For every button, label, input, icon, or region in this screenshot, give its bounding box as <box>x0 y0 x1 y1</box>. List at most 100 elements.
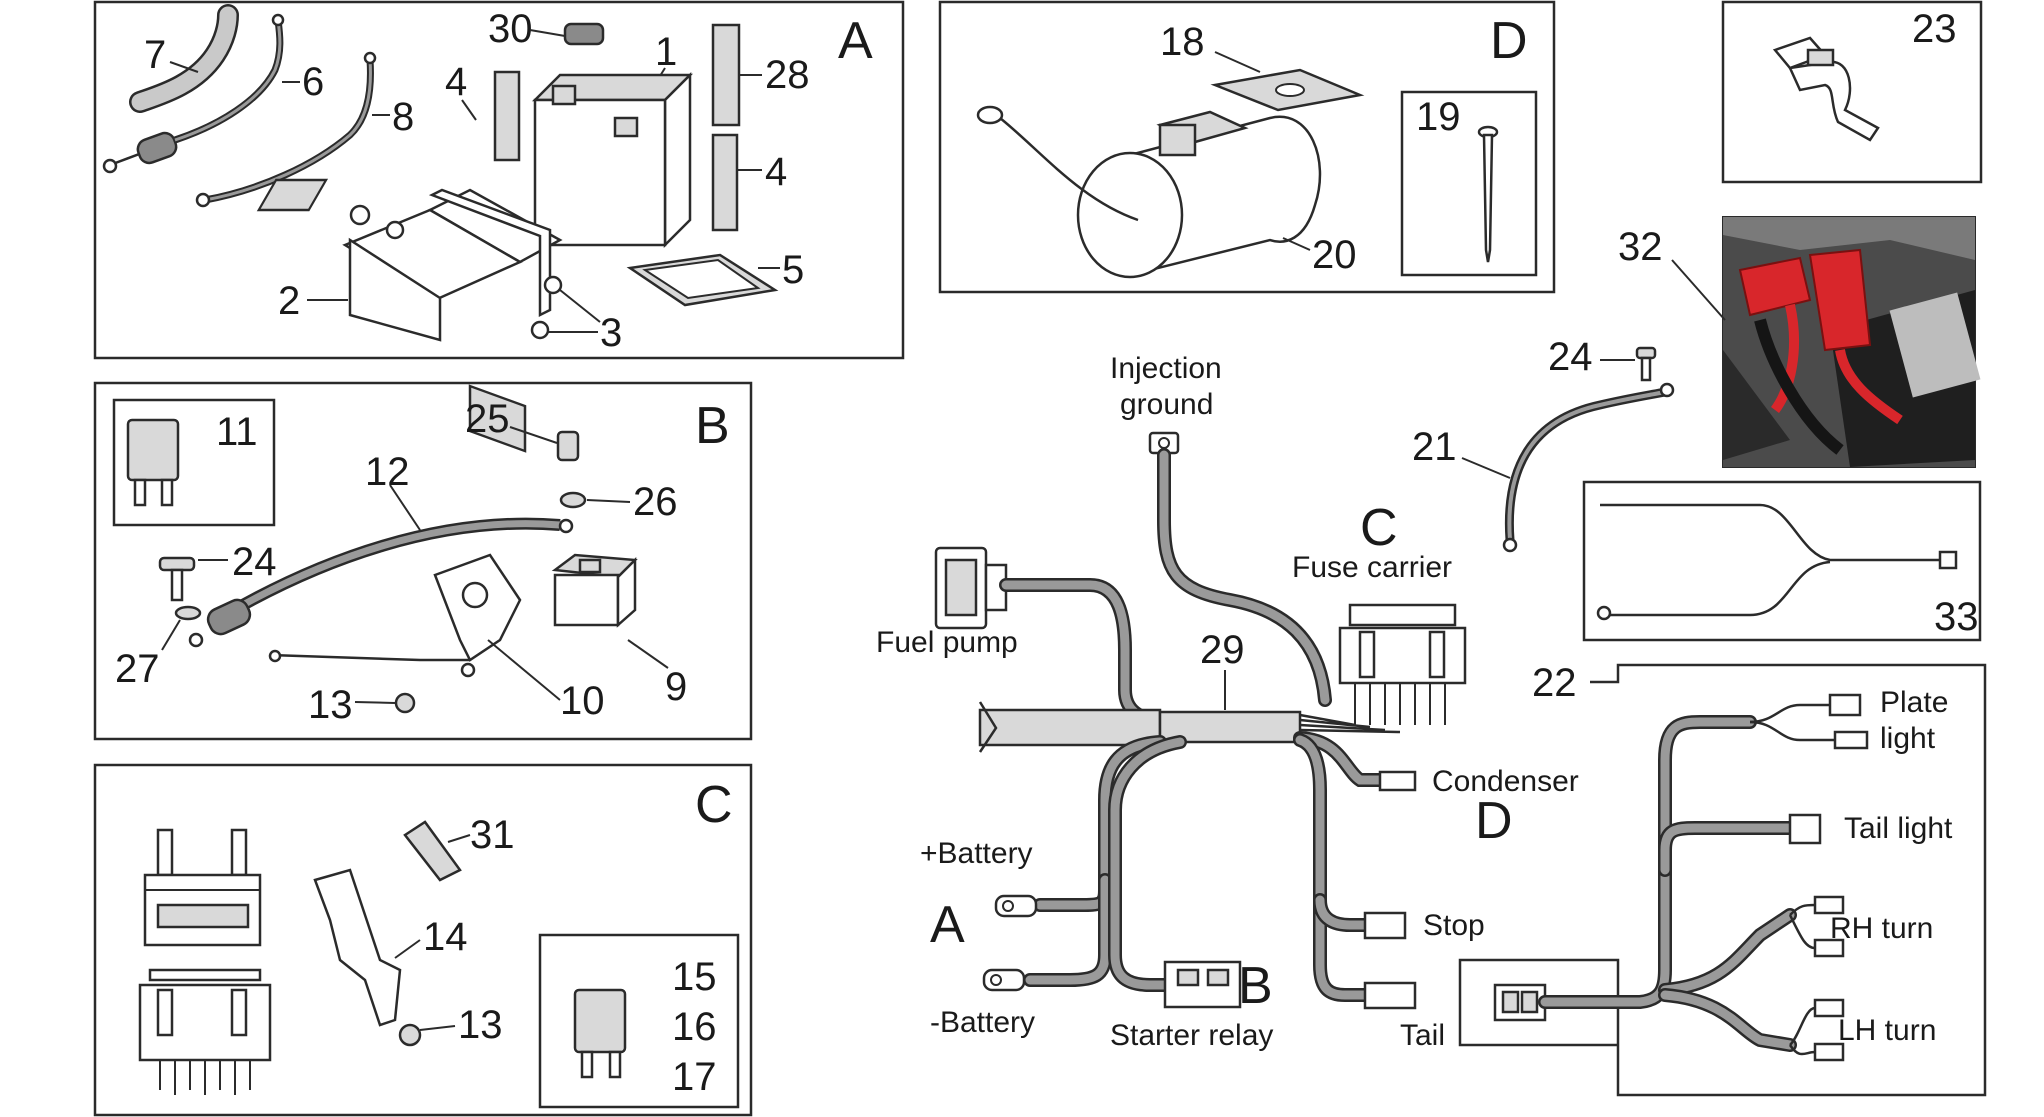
battery-tray <box>256 178 563 453</box>
fuse-15-17-frame <box>538 933 740 1109</box>
part-6: 6 <box>302 60 324 104</box>
part-20: 20 <box>1312 233 1357 277</box>
cable-21 <box>1507 390 1666 541</box>
rear-light-harness-22: 22 Plate light Tail light RH turn LH tur <box>1458 661 1987 1097</box>
part-2: 2 <box>278 279 300 323</box>
starter-relay-letter: B <box>1238 957 1273 1015</box>
lh-turn-label: LH turn <box>1838 1014 1936 1047</box>
plate-light-label-line1: Plate <box>1880 686 1948 719</box>
tail-light-connector <box>1788 813 1822 845</box>
part-13-b: 13 <box>308 683 353 727</box>
part-22: 22 <box>1532 661 1577 705</box>
washer-26 <box>559 491 587 509</box>
bolt-24-harness <box>1635 346 1657 382</box>
section-b-starter-relay: B 11 25 26 12 24 27 <box>93 381 753 741</box>
section-d-frame <box>938 0 1556 294</box>
red-connector-left <box>1738 256 1812 317</box>
part-19: 19 <box>1416 95 1461 139</box>
nut-13-b <box>394 692 416 714</box>
part-33-frame <box>1582 480 1982 642</box>
section-a-frame <box>93 0 905 360</box>
nut-13-c <box>398 1023 422 1047</box>
injection-ground-label-line1: Injection <box>1110 352 1222 385</box>
part-26: 26 <box>633 480 678 524</box>
screws-3 <box>349 204 563 340</box>
harness-sleeve-29 <box>1158 710 1302 744</box>
pad-4-top <box>493 70 521 162</box>
part-13-c: 13 <box>458 1003 503 1047</box>
red-connector-right <box>1808 248 1872 352</box>
plus-battery-label: +Battery <box>920 837 1033 870</box>
section-c-letter: C <box>695 776 733 834</box>
part-32: 32 <box>1618 225 1663 269</box>
harness-trunk <box>978 708 1162 747</box>
washer-27 <box>174 605 202 621</box>
fuse-carrier-bottom <box>138 968 272 1095</box>
part-4-top: 4 <box>445 60 467 104</box>
part-27: 27 <box>115 647 160 691</box>
part-24-b: 24 <box>232 540 277 584</box>
rh-turn-label: RH turn <box>1830 912 1933 945</box>
part-24-harness: 24 <box>1548 335 1593 379</box>
clip-23-icon <box>1772 36 1880 142</box>
part-30: 30 <box>488 7 533 51</box>
part-18: 18 <box>1160 20 1205 64</box>
section-b-frame <box>93 381 753 741</box>
part-28: 28 <box>765 53 810 97</box>
section-a-battery: A 7 6 8 30 1 <box>93 0 905 453</box>
bracket-14 <box>313 868 402 1027</box>
part-16: 16 <box>672 1005 717 1049</box>
pin-19-icon <box>1477 125 1499 263</box>
section-d-letter: D <box>1490 12 1528 70</box>
part-21: 21 <box>1412 425 1457 469</box>
condenser-label: Condenser <box>1432 765 1579 798</box>
tail-light-label: Tail light <box>1844 812 1953 845</box>
plate-light-label-line2: light <box>1880 722 1936 755</box>
part-9: 9 <box>665 665 687 709</box>
part-25: 25 <box>465 397 510 441</box>
part-22-frame <box>1458 663 1987 1097</box>
part-32-photo: 32 <box>1618 216 1981 468</box>
stop-connector <box>1363 911 1407 940</box>
part-17: 17 <box>672 1055 717 1099</box>
lh-turn-connector-b <box>1813 1042 1845 1062</box>
fuse-11-frame <box>112 398 276 527</box>
bolt-25 <box>556 430 580 462</box>
part-4-bottom: 4 <box>765 150 787 194</box>
lh-turn-connector-a <box>1813 998 1845 1018</box>
fuel-pump-connector <box>934 546 1008 630</box>
tail-label: Tail <box>1400 1019 1445 1052</box>
starter-relay-label: Starter relay <box>1110 1019 1273 1052</box>
condenser-connector <box>1378 770 1417 792</box>
part-7: 7 <box>144 33 166 77</box>
plate-light-connector <box>1828 693 1862 717</box>
fuse-carrier-assembly <box>1338 603 1467 725</box>
condenser-20 <box>976 105 1322 279</box>
injection-ground-label-line2: ground <box>1120 388 1213 421</box>
part-31: 31 <box>470 813 515 857</box>
part-5: 5 <box>782 248 804 292</box>
cable-boot <box>136 131 178 165</box>
main-wiring-harness: Injection ground Fuel pump 29 C Fuse car… <box>876 335 1675 1052</box>
fuse-15-17-icon <box>573 988 627 1079</box>
pad-28 <box>711 23 741 127</box>
part-11: 11 <box>216 410 258 454</box>
section-c-fuse-carrier: C 31 14 13 15 16 <box>93 763 753 1117</box>
part-12: 12 <box>365 450 410 494</box>
tail-connector <box>1363 981 1417 1010</box>
section-a-letter: A <box>838 12 873 70</box>
fuse-clip-31 <box>403 820 462 882</box>
fuse-11-icon <box>126 418 180 507</box>
rh-turn-connector-a <box>1813 895 1845 915</box>
part-3: 3 <box>600 311 622 355</box>
battery-body <box>531 71 694 249</box>
part-29: 29 <box>1200 628 1245 672</box>
fuel-pump-label: Fuel pump <box>876 626 1018 659</box>
part-14: 14 <box>423 915 468 959</box>
part-23-clip: 23 <box>1721 0 1983 184</box>
starter-relay-9 <box>551 553 638 628</box>
bolt-24 <box>158 556 196 602</box>
part-1: 1 <box>655 30 677 74</box>
section-d-condenser: D 18 20 19 <box>938 0 1556 294</box>
